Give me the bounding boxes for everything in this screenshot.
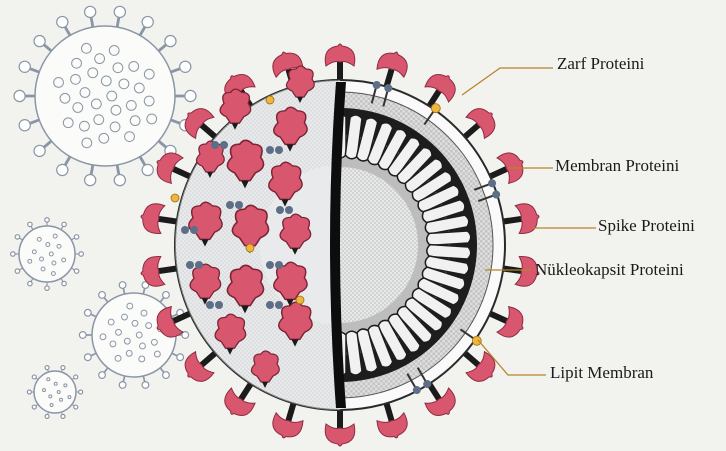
background-virus: [27, 366, 82, 419]
label-lipit-membran: Lipit Membran: [550, 364, 653, 381]
envelope-protein: [246, 244, 254, 252]
label-zarf-proteini: Zarf Proteini: [557, 55, 644, 72]
envelope-protein: [296, 296, 304, 304]
envelope-protein: [266, 96, 274, 104]
background-viruses: [11, 6, 196, 418]
nucleocapsid-loop: [426, 231, 471, 246]
envelope-protein: [171, 194, 179, 202]
label-spike-proteini: Spike Proteini: [598, 217, 695, 234]
label-nukleokapsit-proteini: Nükleokapsit Proteini: [535, 261, 684, 278]
label-membran-proteini: Membran Proteini: [555, 157, 679, 174]
background-virus: [11, 218, 84, 291]
leader-zarf: [462, 68, 553, 95]
